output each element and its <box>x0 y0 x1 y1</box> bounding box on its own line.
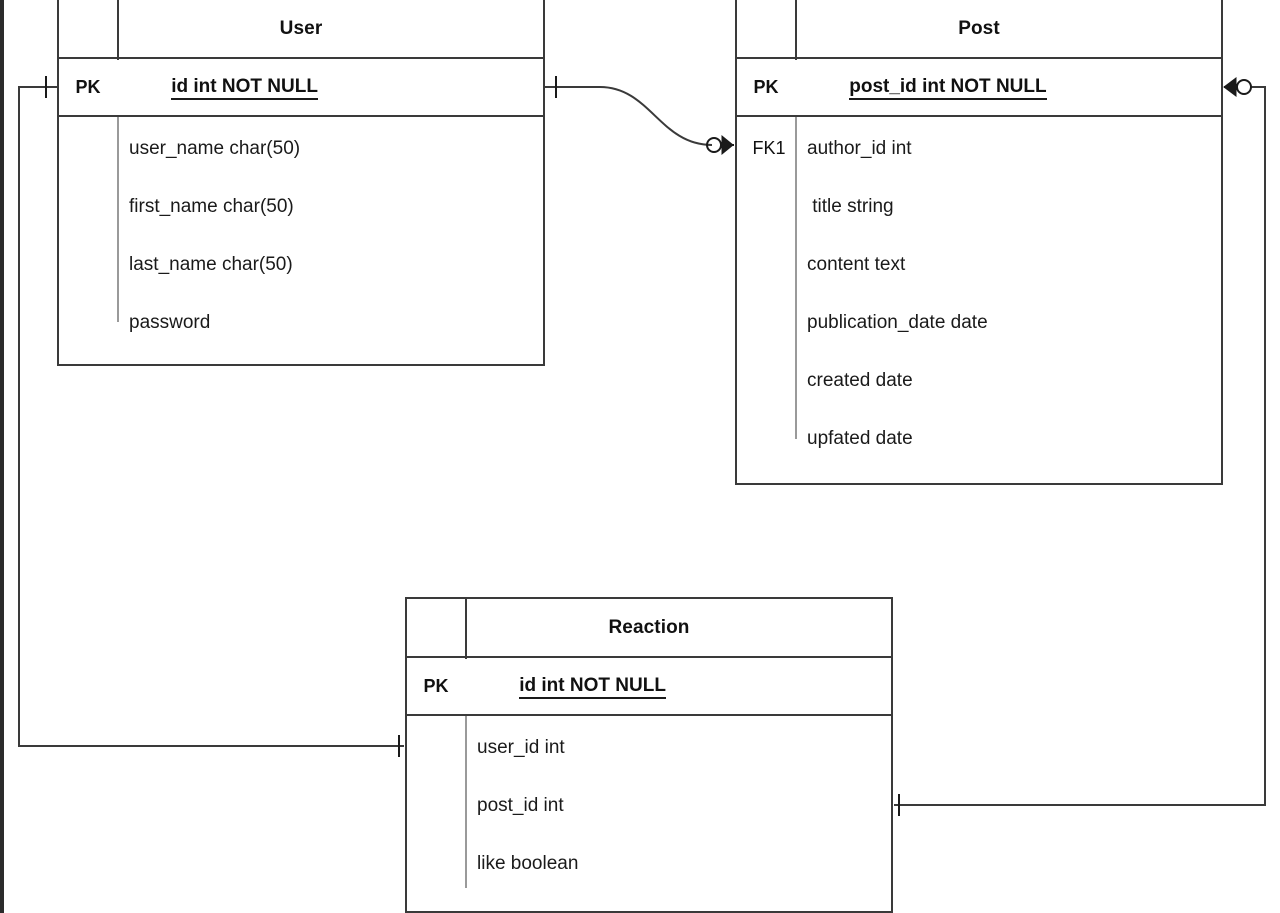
entity-user-attribute-password: password <box>129 312 211 333</box>
entity-user-pk-key: PK <box>75 76 101 97</box>
entity-user-pk-row[interactable]: PK id int NOT NULL <box>59 0 543 120</box>
entity-user-attributes: user_name char(50) first_name char(50) l… <box>59 117 543 364</box>
entity-reaction-attribute-post-id: post_id int <box>477 795 564 816</box>
entity-post[interactable]: Post PK post_id int NOT NULL FK1 author_… <box>735 0 1223 485</box>
entity-post-attribute-created: created date <box>807 370 913 391</box>
entity-post-attributes: FK1 author_id int title string content t… <box>737 117 1221 483</box>
entity-reaction-attributes: user_id int post_id int like boolean <box>407 716 891 911</box>
entity-reaction-pk-name: id int NOT NULL <box>465 653 891 719</box>
entity-reaction-attribute-user-id: user_id int <box>477 737 565 758</box>
entity-post-attribute-title: title string <box>807 196 894 217</box>
page-edge-strip <box>0 0 4 913</box>
entity-post-attribute-upfated: upfated date <box>807 428 913 449</box>
entity-user-pk-name: id int NOT NULL <box>117 54 543 120</box>
entity-post-attribute-content: content text <box>807 254 906 275</box>
entity-post-pk-key: PK <box>753 76 779 97</box>
entity-user-attribute-user-name: user_name char(50) <box>129 138 301 159</box>
entity-user-column-divider-head <box>117 0 119 60</box>
entity-post-column-divider-head <box>795 0 797 60</box>
entity-post-pk-name: post_id int NOT NULL <box>795 54 1221 120</box>
entity-reaction-column-divider-body <box>465 716 467 888</box>
entity-post-pk-name-text: post_id int NOT NULL <box>849 76 1047 100</box>
entity-reaction-column-divider-head <box>465 599 467 659</box>
entity-user-attribute-first-name: first_name char(50) <box>129 196 294 217</box>
entity-post-attribute-publication-date: publication_date date <box>807 312 988 333</box>
entity-post-title: Post <box>958 17 1000 39</box>
entity-post-attribute-author-id: author_id int <box>807 138 912 159</box>
entity-post-column-divider-body <box>795 117 797 439</box>
entity-user[interactable]: User PK id int NOT NULL user_name char(5… <box>57 0 545 366</box>
entity-reaction-pk-key: PK <box>423 675 449 696</box>
entity-post-pk-row[interactable]: PK post_id int NOT NULL <box>737 0 1221 120</box>
relationship-user-post <box>545 76 734 156</box>
entity-user-column-divider-body <box>117 117 119 322</box>
entity-reaction[interactable]: Reaction PK id int NOT NULL user_id int … <box>405 597 893 913</box>
entity-reaction-title: Reaction <box>608 616 690 638</box>
entity-user-pk-name-text: id int NOT NULL <box>171 76 318 100</box>
entity-reaction-attribute-like: like boolean <box>477 853 579 874</box>
entity-reaction-pk-name-text: id int NOT NULL <box>519 675 666 699</box>
entity-post-attribute-key-fk1: FK1 <box>752 138 786 158</box>
entity-user-attribute-last-name: last_name char(50) <box>129 254 293 275</box>
entity-reaction-pk-row[interactable]: PK id int NOT NULL <box>407 599 891 719</box>
entity-user-title: User <box>279 17 323 39</box>
